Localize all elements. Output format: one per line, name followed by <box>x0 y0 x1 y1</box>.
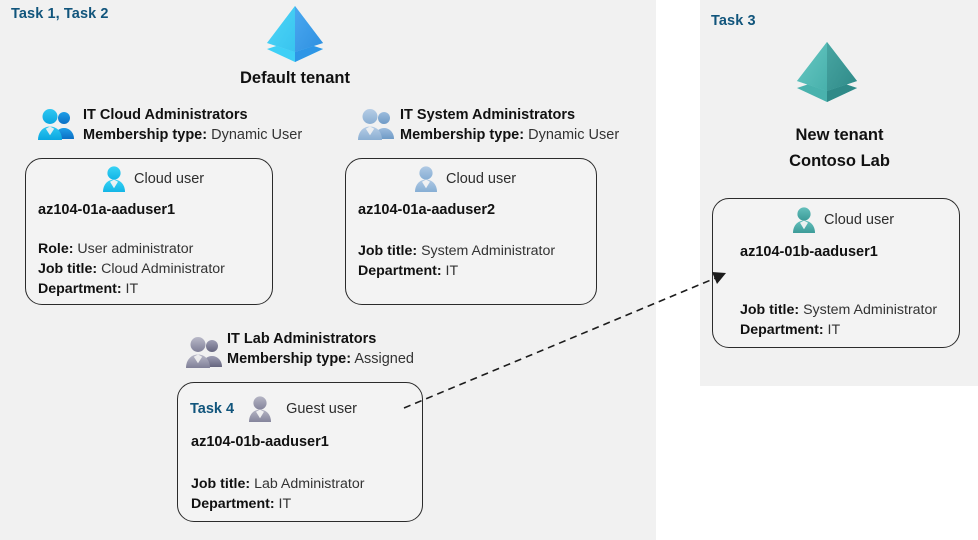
task-label-3: Task 3 <box>711 13 756 29</box>
task-label-1-2: Task 1, Task 2 <box>11 6 109 22</box>
cloud-user-icon <box>412 165 440 193</box>
membership-value: Assigned <box>354 351 414 367</box>
attr-label: Department: <box>358 263 442 279</box>
card-guest-aaduser1-usertype: Guest user <box>286 401 357 417</box>
group-name: IT Cloud Administrators <box>83 107 248 123</box>
it-cloud-administrators-header: IT Cloud Administrators Membership type:… <box>83 106 302 146</box>
membership-label: Membership type: <box>83 127 208 143</box>
attr-label: Job title: <box>38 261 98 277</box>
attr-row: Department: IT <box>38 279 225 299</box>
attr-value: IT <box>827 322 841 338</box>
attr-value: System Administrator <box>803 302 938 318</box>
card-aaduser1-head: Cloud user <box>100 165 204 193</box>
card-contoso-aaduser1[interactable] <box>712 198 960 348</box>
attr-label: Job title: <box>191 476 251 492</box>
attr-label: Job title: <box>740 302 800 318</box>
group-name: IT Lab Administrators <box>227 331 377 347</box>
card-aaduser1-username: az104-01a-aaduser1 <box>38 202 176 218</box>
attr-row: Job title: System Administrator <box>358 241 555 261</box>
new-tenant-title-line2: Contoso Lab <box>789 152 890 170</box>
task-label-4: Task 4 <box>190 401 235 417</box>
card-aaduser1-attrs: Role: User administrator Job title: Clou… <box>38 239 225 299</box>
card-aaduser2-username: az104-01a-aaduser2 <box>358 202 496 218</box>
attr-value: System Administrator <box>421 243 556 259</box>
attr-row: Department: IT <box>358 261 555 281</box>
attr-label: Department: <box>740 322 824 338</box>
card-contoso-aaduser1-head: Cloud user <box>790 206 894 234</box>
membership-label: Membership type: <box>400 127 525 143</box>
attr-label: Department: <box>38 281 122 297</box>
card-aaduser1-usertype: Cloud user <box>134 171 205 187</box>
attr-row: Job title: Lab Administrator <box>191 474 364 494</box>
it-system-administrators-group-icon <box>356 108 398 142</box>
attr-row: Role: User administrator <box>38 239 225 259</box>
attr-row: Job title: System Administrator <box>740 300 937 320</box>
attr-label: Job title: <box>358 243 418 259</box>
attr-value: Cloud Administrator <box>101 261 225 277</box>
it-lab-administrators-group-icon <box>184 336 226 370</box>
guest-user-icon <box>246 395 274 423</box>
card-guest-aaduser1-head: Task 4 Guest user <box>190 395 357 423</box>
attr-label: Role: <box>38 241 74 257</box>
membership-value: Dynamic User <box>211 127 303 143</box>
group-name: IT System Administrators <box>400 107 576 123</box>
attr-value: IT <box>445 263 459 279</box>
card-aaduser2-attrs: Job title: System Administrator Departme… <box>358 241 555 281</box>
attr-value: Lab Administrator <box>254 476 365 492</box>
card-aaduser1[interactable] <box>25 158 273 305</box>
new-tenant-pyramid-icon <box>788 36 866 106</box>
card-contoso-aaduser1-username: az104-01b-aaduser1 <box>740 244 878 260</box>
card-contoso-aaduser1-attrs: Job title: System Administrator Departme… <box>740 300 937 340</box>
card-aaduser2-usertype: Cloud user <box>446 171 517 187</box>
membership-value: Dynamic User <box>528 127 620 143</box>
card-guest-aaduser1-attrs: Job title: Lab Administrator Department:… <box>191 474 364 514</box>
cloud-user-icon <box>100 165 128 193</box>
attr-row: Department: IT <box>191 494 364 514</box>
group-membership: Membership type: Dynamic User <box>400 125 619 146</box>
it-system-administrators-header: IT System Administrators Membership type… <box>400 106 619 146</box>
attr-row: Job title: Cloud Administrator <box>38 259 225 279</box>
attr-label: Department: <box>191 496 275 512</box>
card-guest-aaduser1-username: az104-01b-aaduser1 <box>191 434 329 450</box>
card-guest-aaduser1[interactable] <box>177 382 423 522</box>
membership-label: Membership type: <box>227 351 352 367</box>
default-tenant-pyramid-icon <box>258 2 332 66</box>
card-aaduser2-head: Cloud user <box>412 165 516 193</box>
group-membership: Membership type: Assigned <box>227 349 414 370</box>
attr-value: User administrator <box>77 241 194 257</box>
default-tenant-title: Default tenant <box>239 69 350 87</box>
new-tenant-title-line1: New tenant <box>795 126 884 144</box>
it-cloud-administrators-group-icon <box>36 108 78 142</box>
cloud-user-icon <box>790 206 818 234</box>
it-lab-administrators-header: IT Lab Administrators Membership type: A… <box>227 330 414 370</box>
attr-row: Department: IT <box>740 320 937 340</box>
attr-value: IT <box>125 281 139 297</box>
attr-value: IT <box>278 496 292 512</box>
card-contoso-aaduser1-usertype: Cloud user <box>824 212 895 228</box>
group-membership: Membership type: Dynamic User <box>83 125 302 146</box>
